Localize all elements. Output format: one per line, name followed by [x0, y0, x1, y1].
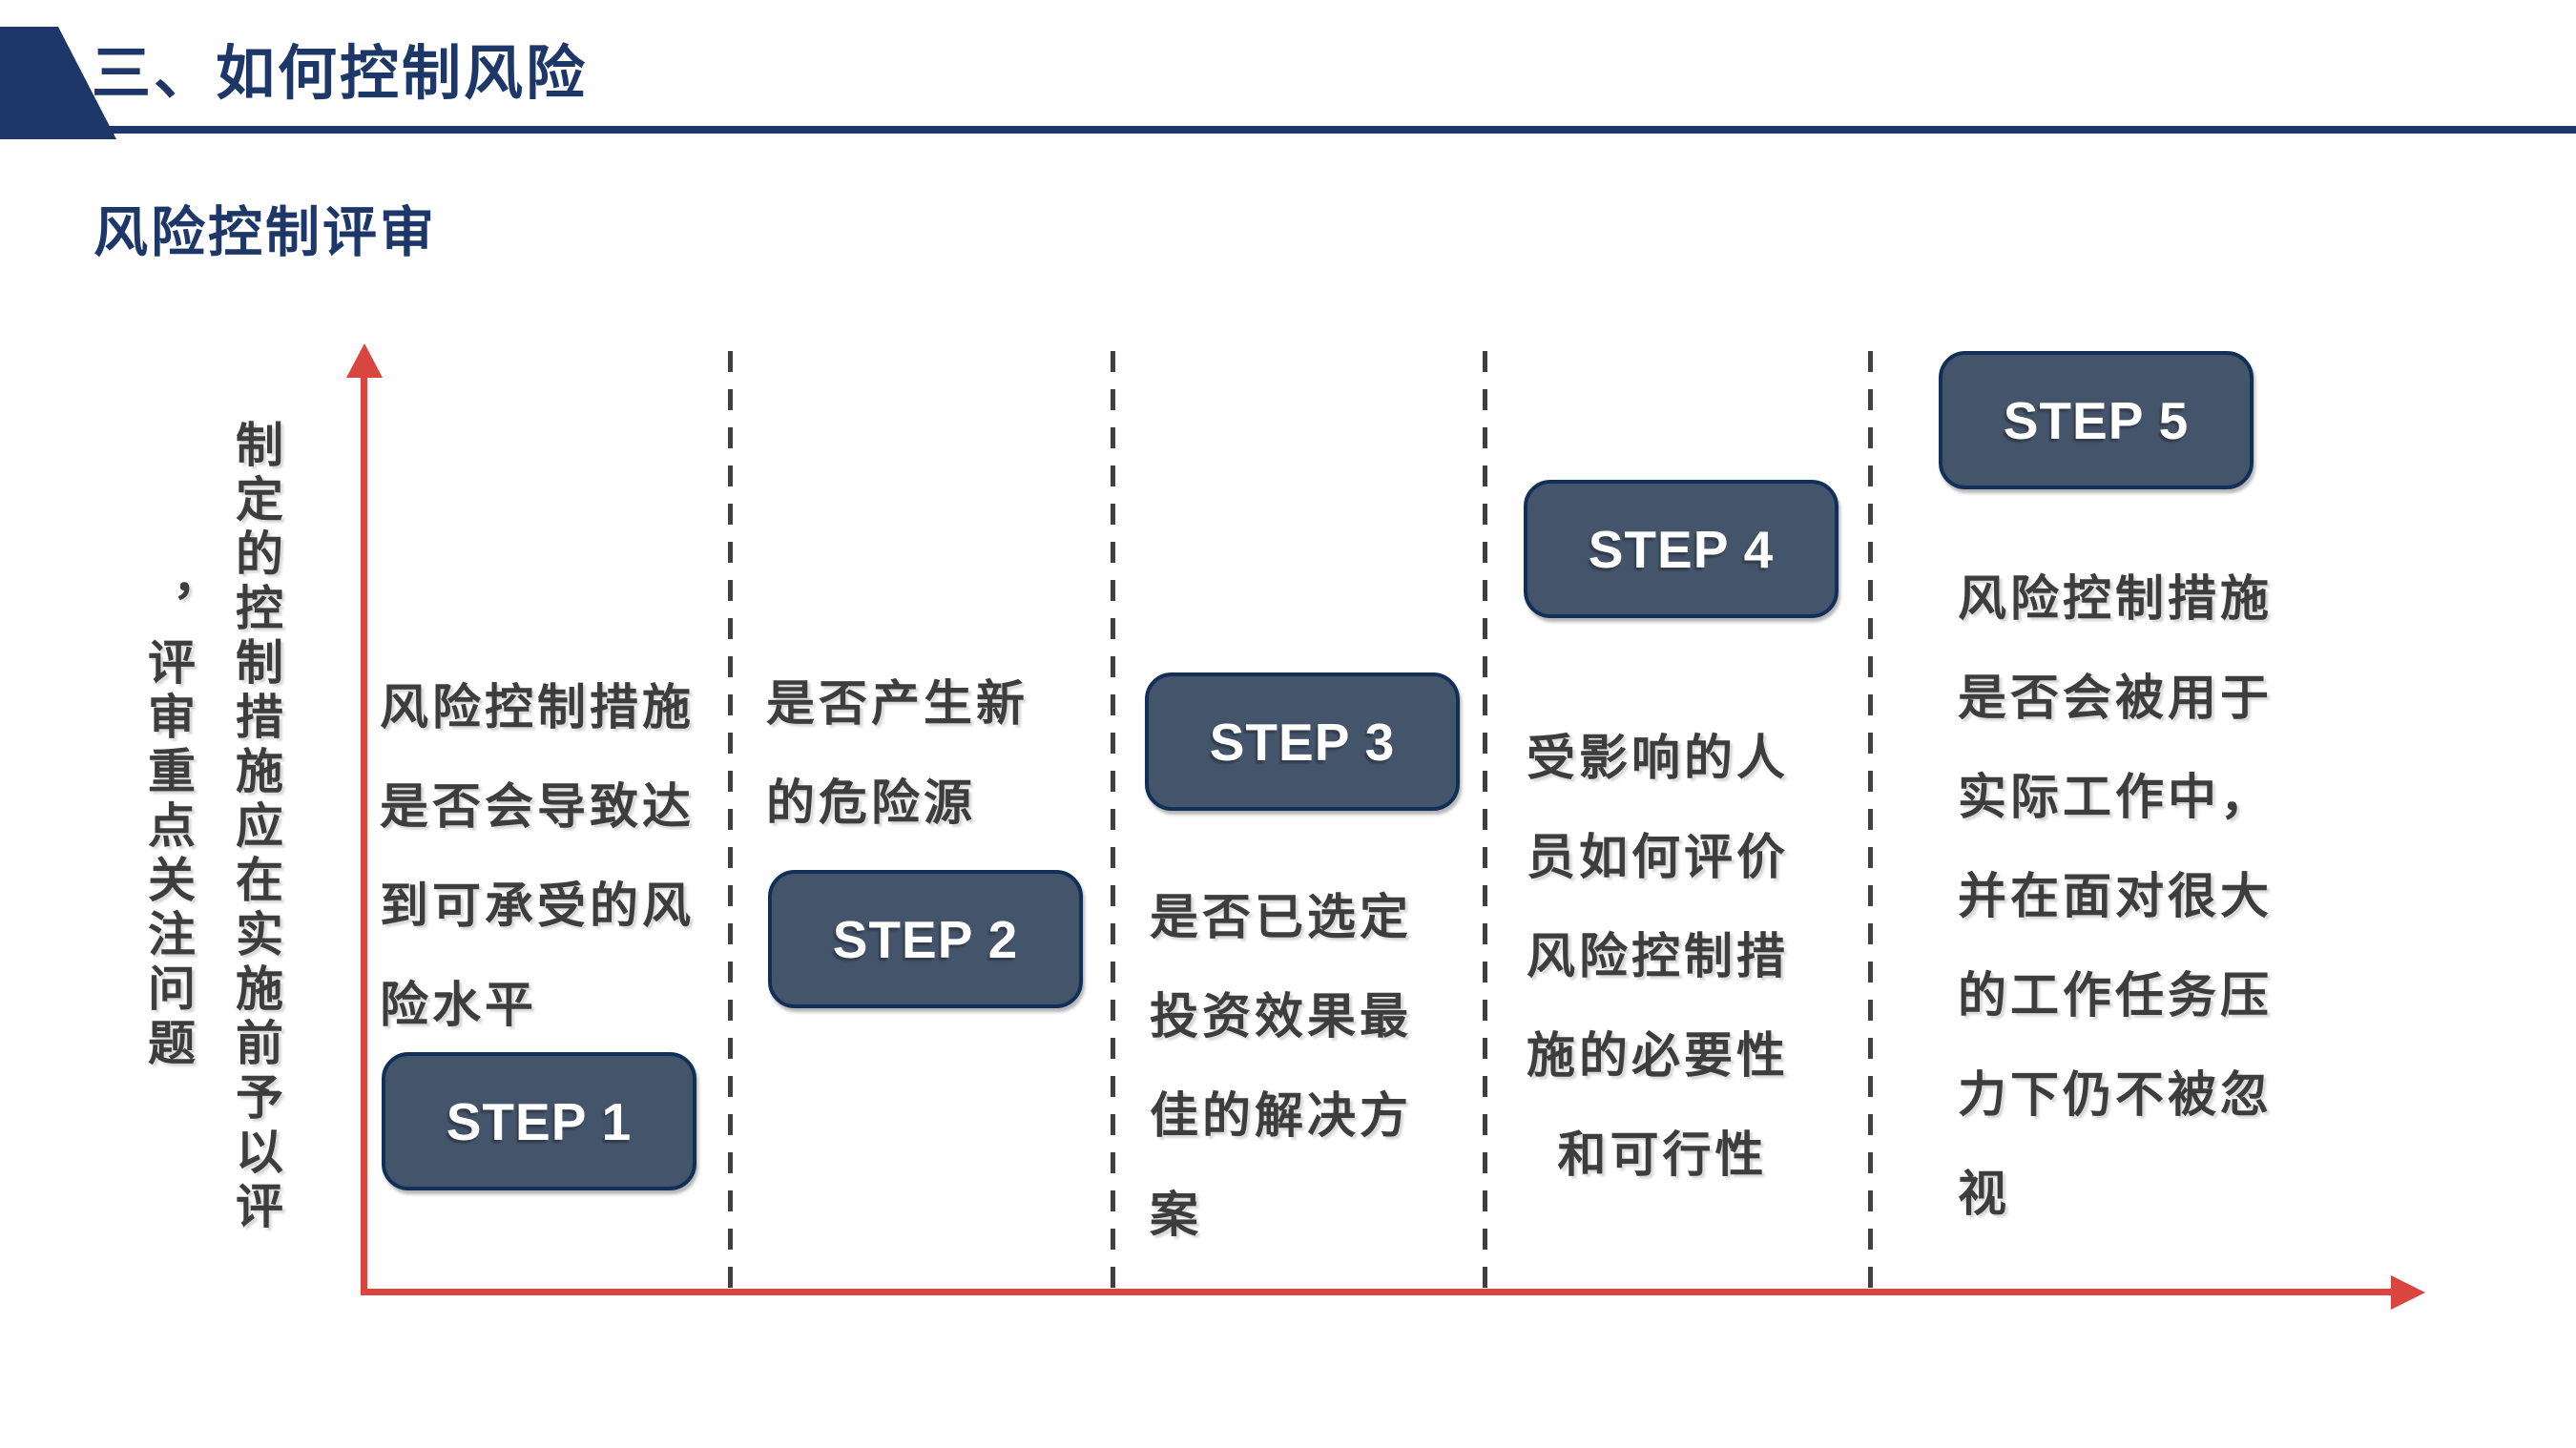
- step-4-note: 受影响的人 员如何评价 风险控制措 施的必要性 和可行性: [1527, 709, 1798, 1205]
- y-axis-line: [361, 374, 367, 1295]
- note-line: 施的必要性: [1527, 1028, 1790, 1083]
- note-line: 佳的解决方: [1150, 1088, 1413, 1143]
- note-line: 力下仍不被忽: [1958, 1067, 2274, 1122]
- note-line: 的危险源: [766, 776, 977, 830]
- x-axis-arrowhead-icon: [2391, 1275, 2425, 1310]
- step-5-badge: STEP 5: [1939, 351, 2254, 489]
- note-line: 是否产生新: [766, 676, 1029, 731]
- note-line: 风险控制措施: [1958, 571, 2274, 626]
- page-title: 三、如何控制风险: [92, 41, 589, 107]
- dashed-separator-4: [1868, 351, 1873, 1290]
- step-1-badge-label: STEP 1: [446, 1091, 633, 1151]
- note-line: 和可行性: [1557, 1127, 1768, 1182]
- step-1-note: 风险控制措施 是否会导致达 到可承受的风 险水平: [380, 658, 695, 1055]
- note-line: 是否已选定: [1150, 890, 1413, 944]
- step-2-badge: STEP 2: [768, 870, 1083, 1008]
- note-line: 投资效果最: [1150, 989, 1413, 1044]
- dashed-separator-3: [1483, 351, 1487, 1290]
- dashed-separator-1: [728, 351, 733, 1290]
- note-line: 实际工作中，: [1958, 770, 2274, 824]
- note-line: 视: [1958, 1167, 2011, 1221]
- step-5-badge-label: STEP 5: [2003, 390, 2190, 450]
- note-line: 是否会导致达: [380, 779, 696, 834]
- step-3-badge-label: STEP 3: [1209, 712, 1396, 772]
- note-line: 是否会被用于: [1958, 671, 2274, 725]
- step-2-badge-label: STEP 2: [832, 909, 1019, 969]
- note-line: 受影响的人: [1527, 731, 1790, 785]
- step-2-note: 是否产生新 的危险源: [766, 654, 1028, 853]
- note-line: 的工作任务压: [1958, 968, 2274, 1023]
- vertical-axis-label: 制定的控制措施应在实施前予以评 ，评审重点关注问题: [124, 405, 300, 1250]
- step-4-badge: STEP 4: [1524, 480, 1839, 618]
- note-line: 到可承受的风: [380, 879, 696, 933]
- y-axis-arrowhead-icon: [346, 343, 383, 378]
- vertical-axis-label-line1: 制定的控制措施应在实施前予以评: [229, 420, 282, 1235]
- note-line: 员如何评价: [1527, 830, 1790, 884]
- page-subtitle: 风险控制评审: [93, 202, 437, 263]
- step-3-note: 是否已选定 投资效果最 佳的解决方 案: [1150, 868, 1412, 1265]
- step-5-note: 风险控制措施 是否会被用于 实际工作中， 并在面对很大 的工作任务压 力下仍不被…: [1958, 549, 2273, 1244]
- step-4-badge-label: STEP 4: [1588, 519, 1775, 579]
- note-line: 险水平: [380, 978, 538, 1032]
- note-line: 风险控制措: [1527, 929, 1790, 983]
- note-line: 风险控制措施: [380, 680, 696, 734]
- dashed-separator-2: [1111, 351, 1115, 1290]
- note-line: 案: [1150, 1188, 1203, 1242]
- note-line: 并在面对很大: [1958, 869, 2274, 923]
- step-1-badge: STEP 1: [382, 1052, 696, 1190]
- vertical-axis-label-line2: ，评审重点关注问题: [141, 583, 195, 1072]
- step-3-badge: STEP 3: [1145, 672, 1460, 811]
- title-divider-line: [84, 126, 2576, 134]
- x-axis-line: [361, 1289, 2395, 1295]
